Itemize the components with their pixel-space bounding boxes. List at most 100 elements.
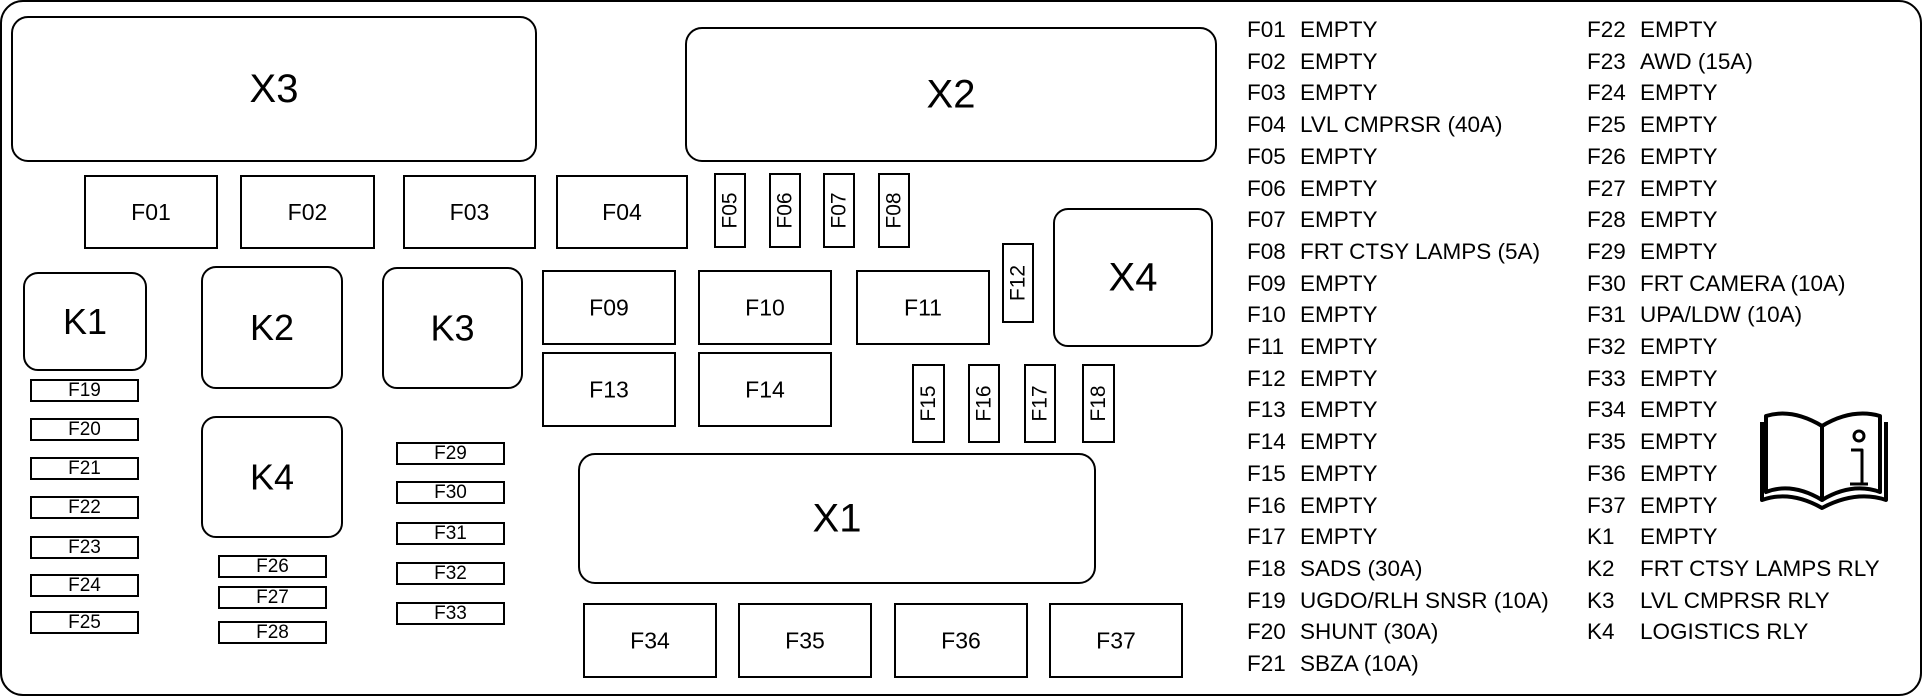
fuse-f26: F26 bbox=[218, 555, 327, 578]
fuse-f35: F35 bbox=[738, 603, 872, 678]
fuse-outline bbox=[30, 496, 139, 519]
fuse-outline bbox=[583, 603, 717, 678]
fuse-f08: F08 bbox=[878, 173, 910, 248]
fuse-label: F25 bbox=[68, 612, 101, 633]
relay-outline bbox=[201, 416, 343, 538]
legend-code: F03 bbox=[1247, 80, 1286, 106]
fuse-label: F02 bbox=[288, 199, 328, 225]
legend-code: F21 bbox=[1247, 651, 1286, 677]
fuse-outline bbox=[1049, 603, 1183, 678]
connector-outline bbox=[1053, 208, 1213, 347]
fuse-label: F30 bbox=[434, 482, 467, 503]
legend-code: F10 bbox=[1247, 302, 1286, 328]
fuse-label: F09 bbox=[589, 295, 629, 321]
fuse-outline bbox=[218, 621, 327, 644]
legend-description: LVL CMPRSR (40A) bbox=[1300, 112, 1503, 138]
legend-code: F16 bbox=[1247, 492, 1286, 518]
legend-description: EMPTY bbox=[1300, 492, 1378, 518]
legend-code: K3 bbox=[1587, 587, 1615, 613]
fuse-label: F31 bbox=[434, 523, 467, 544]
legend-code: F18 bbox=[1247, 555, 1286, 581]
fuse-label: F08 bbox=[883, 192, 906, 228]
fuse-label: F14 bbox=[745, 377, 785, 403]
legend-description: FRT CTSY LAMPS RLY bbox=[1640, 555, 1880, 581]
legend-description: EMPTY bbox=[1300, 143, 1378, 169]
legend-description: EMPTY bbox=[1640, 238, 1718, 264]
legend-code: F28 bbox=[1587, 207, 1626, 233]
legend-code: F07 bbox=[1247, 207, 1286, 233]
legend-description: EMPTY bbox=[1640, 80, 1718, 106]
fuse-label: F01 bbox=[131, 199, 171, 225]
legend-description: EMPTY bbox=[1640, 17, 1718, 42]
relay-label: K1 bbox=[63, 301, 107, 342]
legend-description: FRT CTSY LAMPS (5A) bbox=[1300, 238, 1541, 264]
legend-code: F27 bbox=[1587, 175, 1626, 201]
legend-code: F05 bbox=[1247, 143, 1286, 169]
fuse-f23: F23 bbox=[30, 536, 139, 559]
legend-row: F05 EMPTY bbox=[1247, 141, 1549, 173]
legend-code: K1 bbox=[1587, 524, 1615, 550]
fuse-outline bbox=[396, 481, 505, 504]
fuse-f28: F28 bbox=[218, 621, 327, 644]
fuse-outline bbox=[878, 173, 910, 248]
legend-code: F35 bbox=[1587, 429, 1626, 455]
legend-description: EMPTY bbox=[1300, 17, 1378, 42]
fuse-label: F13 bbox=[589, 377, 629, 403]
fuse-f18: F18 bbox=[1082, 364, 1115, 443]
fuse-f21: F21 bbox=[30, 457, 139, 480]
legend-description: EMPTY bbox=[1300, 207, 1378, 233]
legend-description: EMPTY bbox=[1640, 460, 1718, 486]
legend-code: F20 bbox=[1247, 619, 1286, 645]
fuse-f12: F12 bbox=[1002, 243, 1034, 323]
connector-label: X4 bbox=[1109, 256, 1158, 300]
legend-code: K2 bbox=[1587, 555, 1615, 581]
fuse-outline bbox=[542, 270, 676, 345]
fuse-outline bbox=[894, 603, 1028, 678]
legend-row: F26 EMPTY bbox=[1587, 141, 1880, 173]
fuse-outline bbox=[396, 602, 505, 625]
fuse-label: F20 bbox=[68, 419, 101, 440]
fuse-outline bbox=[30, 574, 139, 597]
legend-description: LOGISTICS RLY bbox=[1640, 619, 1809, 645]
legend-code: F32 bbox=[1587, 334, 1626, 360]
fuse-outline bbox=[396, 522, 505, 545]
legend-row: F07 EMPTY bbox=[1247, 204, 1549, 236]
fuse-outline bbox=[542, 352, 676, 427]
fuse-f19: F19 bbox=[30, 379, 139, 402]
fuse-f22: F22 bbox=[30, 496, 139, 519]
legend-description: EMPTY bbox=[1640, 492, 1718, 518]
fuse-outline bbox=[1002, 243, 1034, 323]
legend-description: EMPTY bbox=[1300, 302, 1378, 328]
fuse-f30: F30 bbox=[396, 481, 505, 504]
legend-code: F26 bbox=[1587, 143, 1626, 169]
fuse-outline bbox=[240, 175, 375, 249]
legend-description: EMPTY bbox=[1640, 175, 1718, 201]
fuse-outline bbox=[403, 175, 536, 249]
fuse-outline bbox=[30, 457, 139, 480]
fuse-label: F06 bbox=[774, 192, 797, 228]
legend-description: EMPTY bbox=[1640, 143, 1718, 169]
fuse-label: F11 bbox=[904, 295, 942, 321]
connector-x4: X4 bbox=[1053, 208, 1213, 347]
fuse-outline bbox=[396, 442, 505, 465]
connector-outline bbox=[685, 27, 1217, 162]
fuse-label: F21 bbox=[68, 458, 101, 479]
legend-code: F22 bbox=[1587, 17, 1626, 42]
